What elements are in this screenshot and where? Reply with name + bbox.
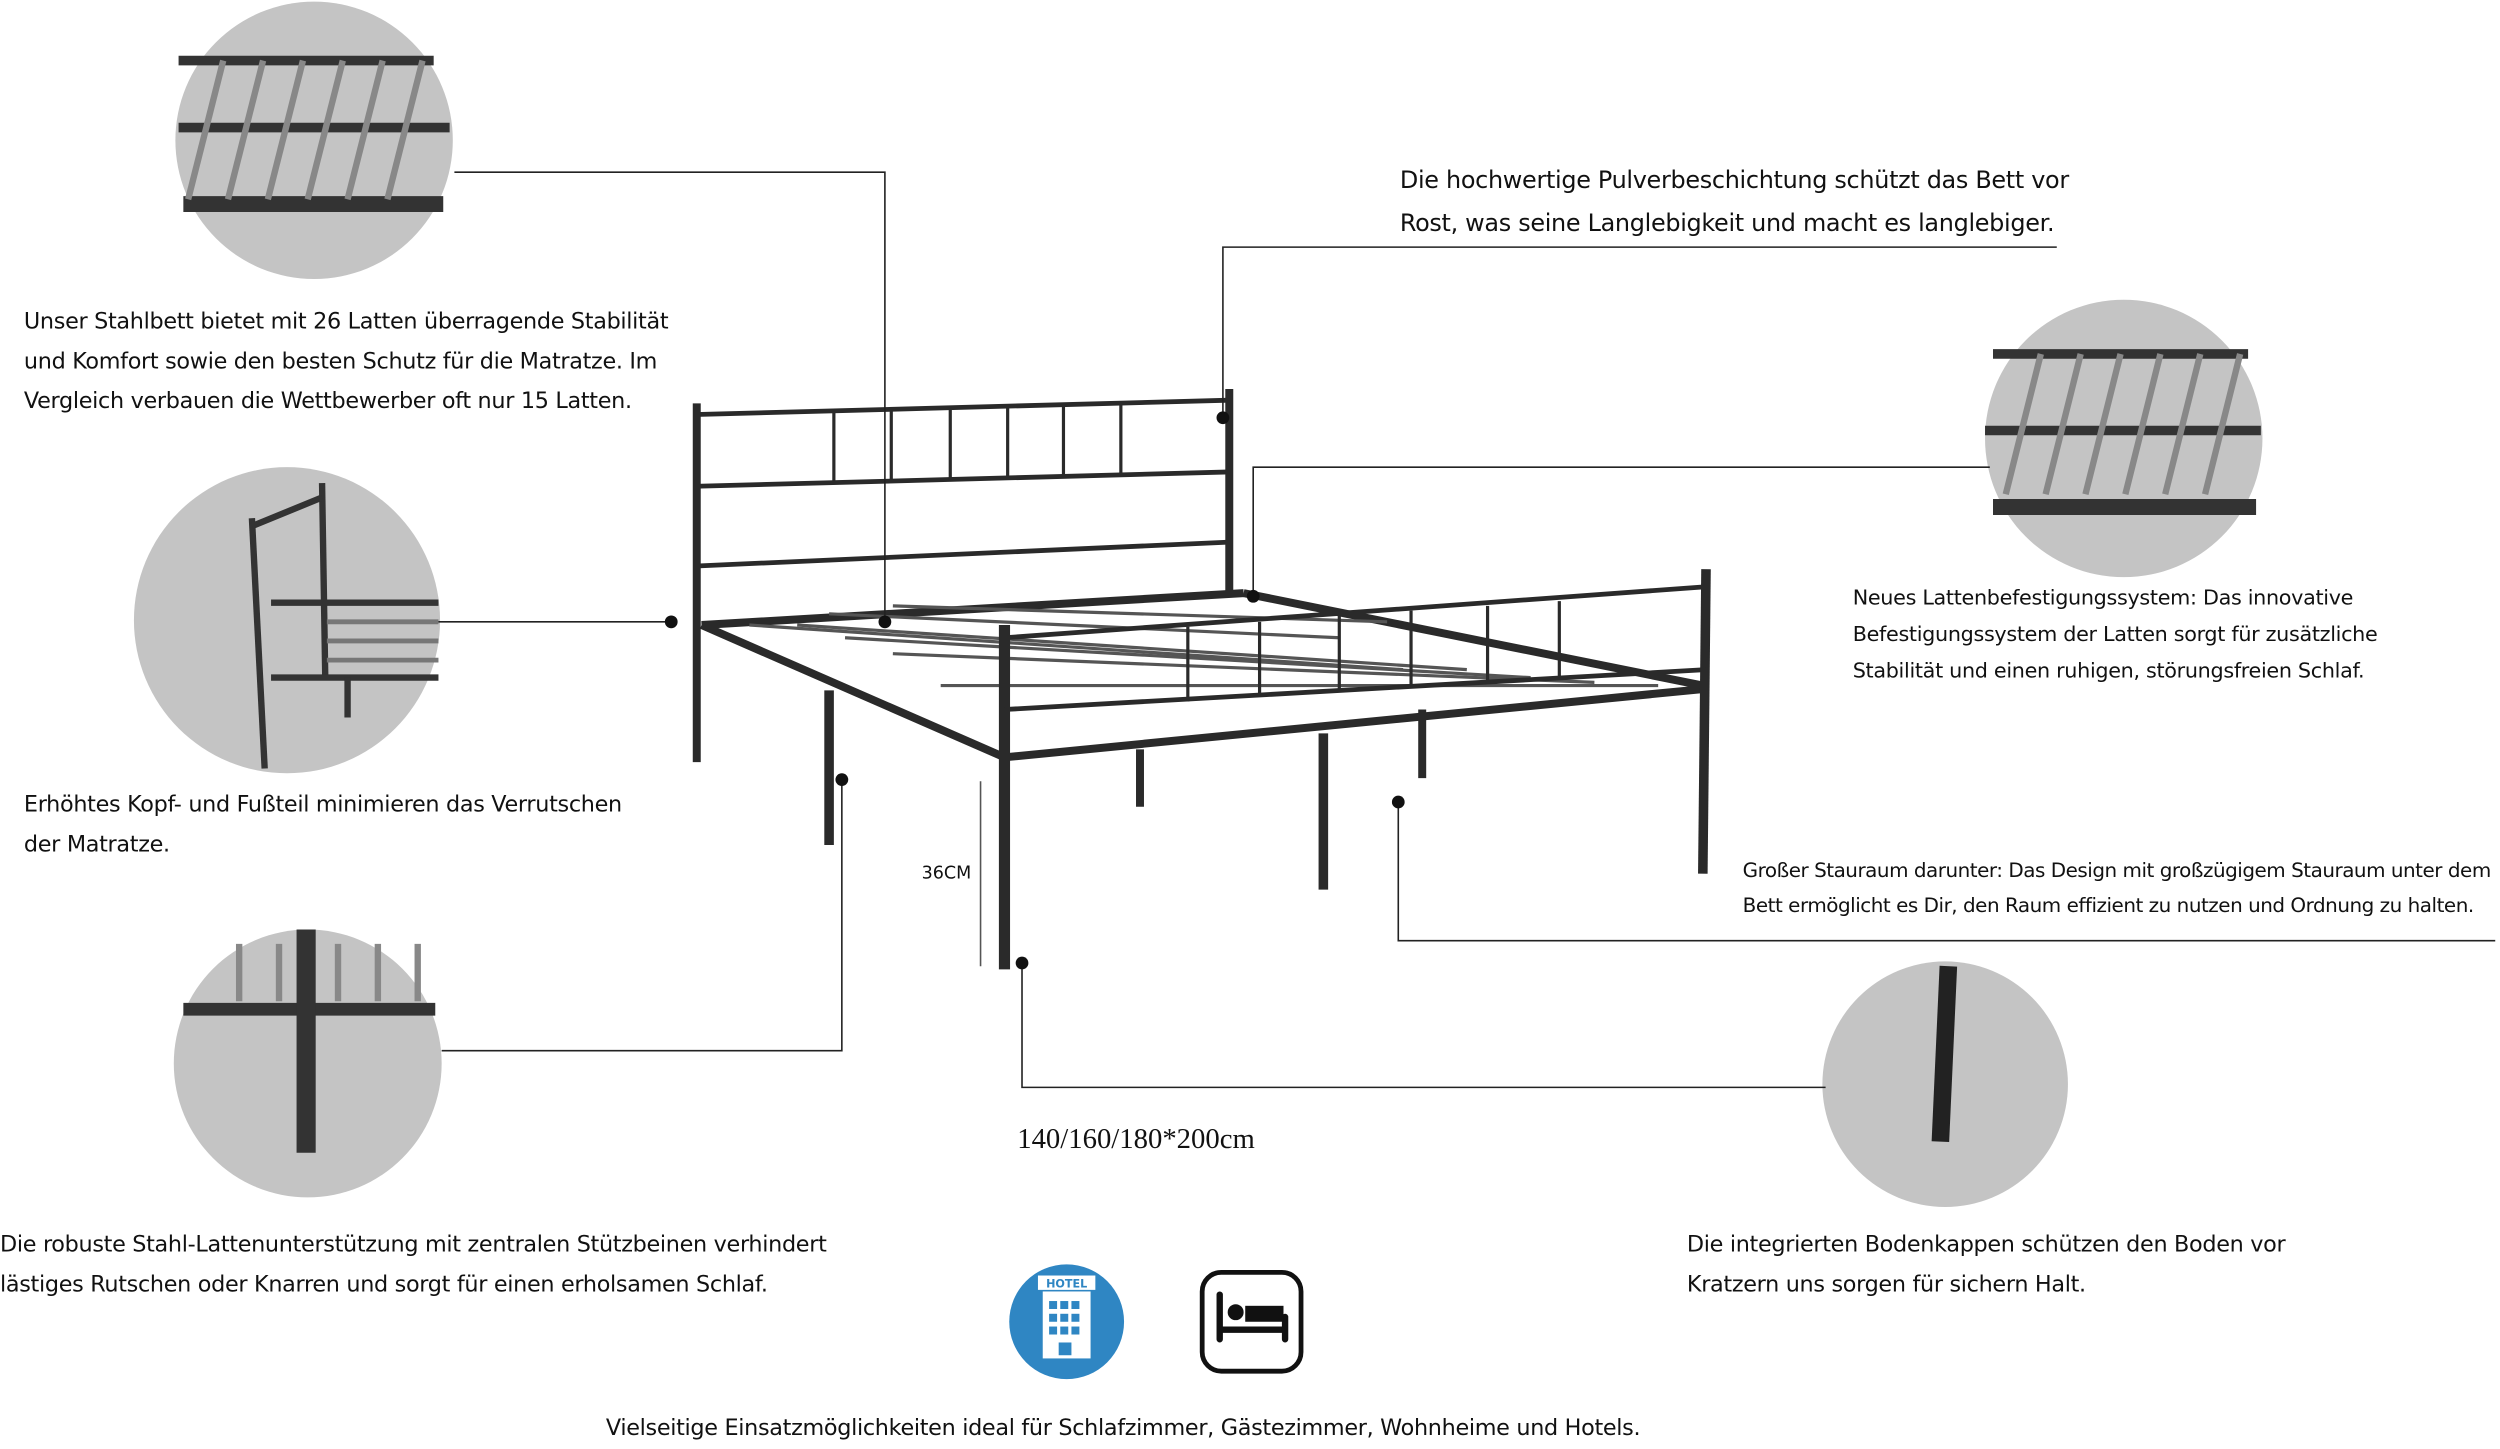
callout-lines [438,171,2496,1089]
coating-callout-text: Die hochwertige Pulverbeschichtung schüt… [1399,165,2069,238]
slats-detail-image [178,55,450,213]
usage-text: Vielseitige Einsatzmöglichkeiten ideal f… [605,1415,1641,1442]
floorcap-detail-image [1931,965,1958,1142]
bed-frame [692,389,1711,970]
support-detail-image [183,929,436,1153]
fastening-detail-image [1985,349,2261,515]
hotel-icon: HOTEL [1009,1264,1125,1380]
slats-detail-circle [175,1,453,280]
height-label: 36CM [921,862,972,884]
slats-callout-text: Unser Stahlbett bietet mit 26 Latten übe… [23,309,669,415]
callout-dots [664,411,1405,970]
floorcaps-callout-text: Die integrierten Bodenkappen schützen de… [1686,1232,2286,1298]
storage-callout-text: Großer Stauraum darunter: Das Design mit… [1742,857,2492,917]
headboard-callout-text: Erhöhtes Kopf- und Fußteil minimieren da… [23,792,622,858]
hotel-icon-label: HOTEL [1046,1277,1087,1290]
headboard-detail-circle [133,467,441,774]
headboard-detail-image [248,483,439,769]
bed-sleep-icon [1199,1269,1304,1374]
support-callout-text: Die robuste Stahl-Lattenunterstützung mi… [0,1232,827,1298]
size-label: 140/160/180*200cm [1017,1122,1255,1155]
fastening-callout-text: Neues Lattenbefestigungssystem: Das inno… [1852,586,2378,684]
